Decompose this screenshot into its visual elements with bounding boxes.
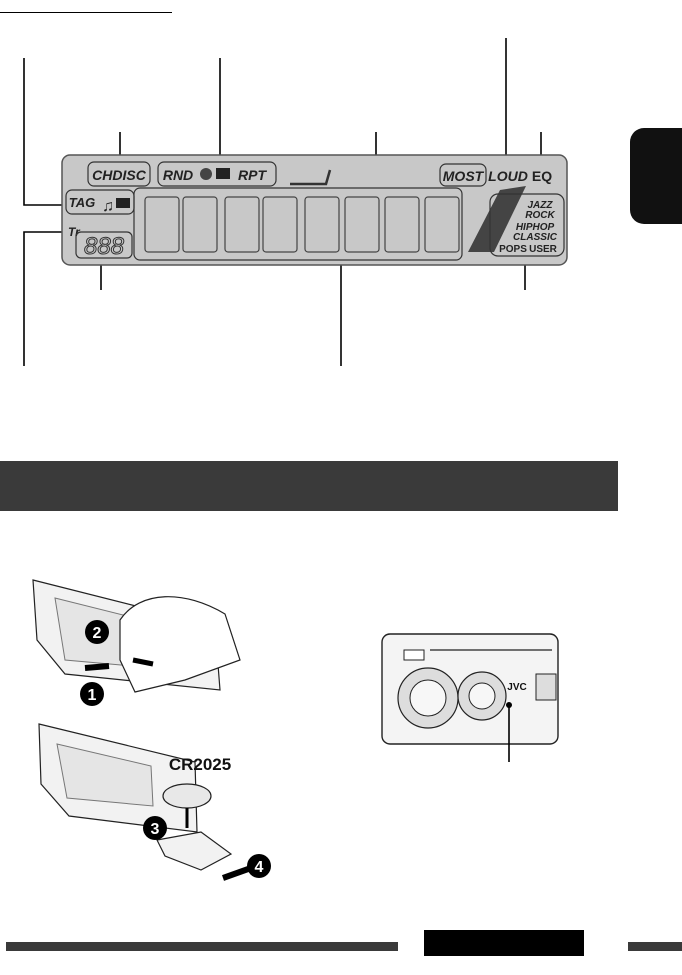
eq-mode-classic: CLASSIC: [513, 232, 558, 243]
push-arrow: [221, 865, 253, 881]
folder-icon: [216, 168, 230, 179]
eq-mode-user: USER: [529, 244, 558, 255]
display-diagram: CHDISC RND RPT TAG ♫ Tr 888 MOST LOUD EQ…: [23, 38, 568, 366]
track-box: [75, 231, 133, 259]
most-box: [439, 163, 487, 187]
segment-mark: [290, 169, 332, 186]
loud-indicator: LOUD: [488, 168, 528, 184]
coin-battery: [162, 783, 212, 809]
arrow-2: [132, 657, 154, 667]
segment-digits: [144, 196, 460, 253]
step-3-label: 3: [151, 821, 160, 838]
step-1-badge: [80, 682, 104, 706]
arrow-1: [84, 663, 110, 671]
brand-logo: JVC: [507, 682, 526, 693]
display-window: [535, 673, 557, 701]
step-3-badge: [143, 816, 167, 840]
main-segment-frame: [133, 187, 463, 261]
volume-knob-center: [409, 679, 447, 717]
step-4-badge: [247, 854, 271, 878]
footer-right-bar: [628, 942, 682, 951]
most-indicator: MOST: [443, 168, 485, 184]
eq-mode-hiphop: HIPHOP: [516, 222, 555, 233]
step-1-label: 1: [88, 687, 97, 704]
step-2-label: 2: [93, 625, 102, 642]
eq-modes-box: [489, 193, 565, 257]
rnd-indicator: RND: [163, 167, 193, 183]
footer-page-label: [424, 930, 584, 956]
hand-drawing: [119, 596, 241, 693]
step-2-badge: [85, 620, 109, 644]
track-digits: 888: [84, 233, 125, 260]
eq-mode-rock: ROCK: [525, 210, 555, 221]
sweep-graphic: [468, 186, 526, 252]
callout-tag: [23, 58, 66, 206]
language-side-tab: [630, 128, 682, 224]
callout-lines: [23, 38, 542, 366]
music-note-icon: ♫: [102, 198, 114, 215]
step-4-label: 4: [255, 859, 264, 876]
footer-left-bar: [6, 942, 398, 951]
tag-folder-icon: [116, 198, 130, 208]
tag-indicator: TAG: [69, 195, 95, 210]
remote-panel-2: [56, 743, 154, 807]
eject-slot: [403, 649, 425, 661]
eq-mode-pops: POPS: [499, 244, 527, 255]
section-header-bar: [0, 461, 618, 511]
chdisc-box: [87, 161, 151, 187]
battery-replacement-illustration: 2 1 CR2025 3 4: [32, 579, 271, 881]
eq-mode-jazz: JAZZ: [528, 200, 554, 211]
header-rule: [0, 12, 172, 13]
control-dial-center: [468, 682, 496, 710]
battery-model-label: CR2025: [169, 755, 231, 774]
chdisc-indicator: CHDISC: [92, 167, 147, 183]
battery-holder: [156, 831, 233, 871]
rpt-indicator: RPT: [238, 167, 267, 183]
callout-tr: [23, 231, 62, 366]
head-unit-illustration: JVC: [381, 633, 559, 762]
rnd-rpt-box: [157, 161, 277, 187]
tr-indicator: Tr: [68, 225, 81, 239]
disc-icon: [200, 168, 212, 180]
eq-indicator: EQ: [532, 168, 552, 184]
